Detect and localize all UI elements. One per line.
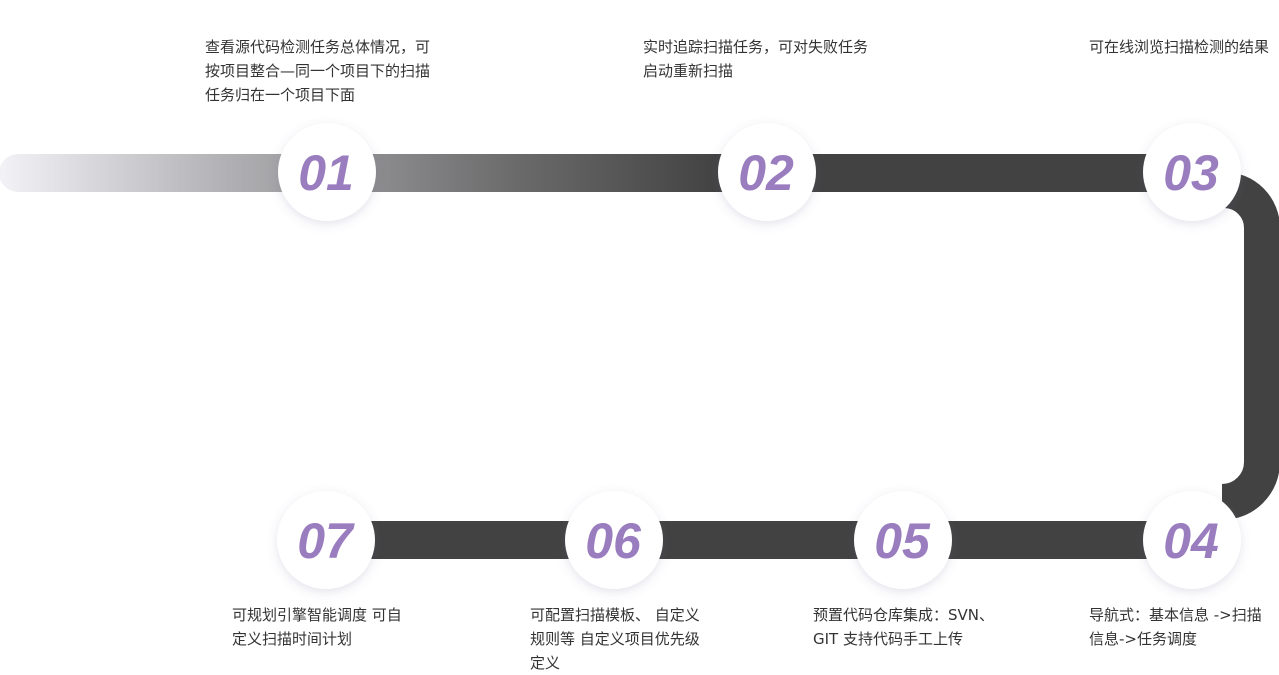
step-circle: [565, 491, 663, 589]
step-number-label: 02: [738, 145, 794, 201]
step-circle: [278, 123, 376, 221]
step-06-description: 可配置扫描模板、 自定义 规则等 自定义项目优先级 定义: [530, 606, 700, 672]
step-07-node: 07: [277, 491, 375, 589]
step-06-node: 06: [565, 491, 663, 589]
step-03-description: 可在线浏览扫描检测的结果: [1089, 38, 1270, 56]
step-circle: [854, 491, 952, 589]
step-number-label: 07: [297, 513, 355, 569]
step-01-node: 01: [278, 123, 376, 221]
track-right-arc: [1220, 172, 1279, 520]
step-number-label: 01: [298, 145, 354, 201]
step-03-node: 03: [1143, 123, 1241, 221]
step-01-description: 查看源代码检测任务总体情况，可 按项目整合—同一个项目下的扫描 任务归在一个项目…: [205, 38, 431, 104]
step-number-label: 03: [1163, 145, 1219, 201]
step-number-label: 04: [1163, 513, 1219, 569]
step-circle: [277, 491, 375, 589]
step-circle: [1143, 123, 1241, 221]
step-05-description: 预置代码仓库集成：SVN、 GIT 支持代码手工上传: [813, 606, 995, 648]
step-04-description: 导航式：基本信息 ->扫描 信息->任务调度: [1089, 606, 1262, 648]
step-number-label: 05: [874, 513, 931, 569]
step-04-node: 04: [1143, 491, 1241, 589]
step-02-node: 02: [718, 123, 816, 221]
step-circle: [718, 123, 816, 221]
step-02-description: 实时追踪扫描任务，可对失败任务 启动重新扫描: [643, 38, 869, 80]
step-number-label: 06: [585, 513, 642, 569]
track-bottom: [282, 521, 1196, 559]
step-05-node: 05: [854, 491, 952, 589]
step-07-description: 可规划引擎智能调度 可自 定义扫描时间计划: [232, 606, 402, 648]
step-circle: [1143, 491, 1241, 589]
